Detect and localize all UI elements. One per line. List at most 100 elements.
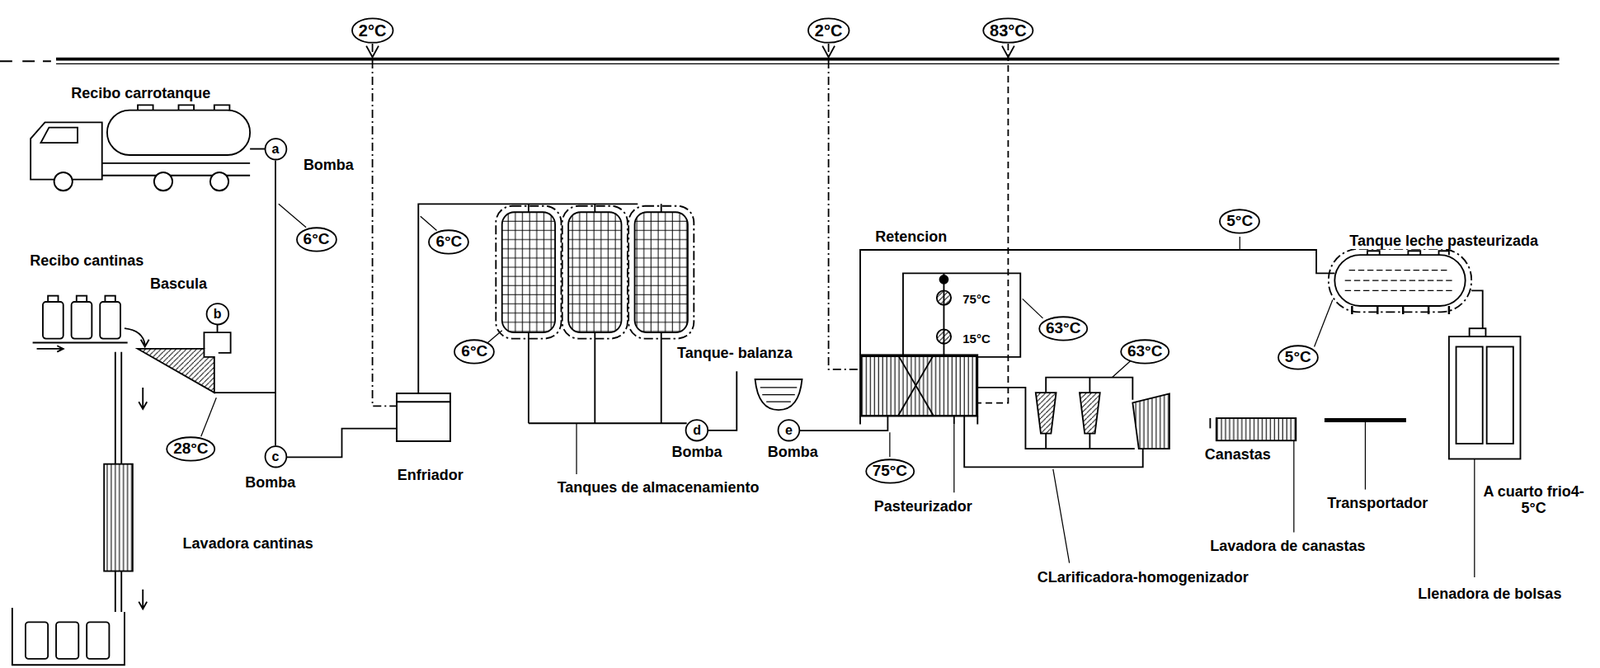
pasteurizer [953,423,955,493]
pump-symbol: d [685,418,709,443]
equipment-label: Lavadora de canastas [1208,537,1367,556]
can-reception [76,296,87,302]
tank-truck [102,163,250,176]
cooler-piping [420,216,438,231]
equipment-label: Lavadora cantinas [181,535,316,553]
bag-filler [1449,336,1521,459]
node-text: 6°C [461,343,488,361]
crate-washer-conveyor [1216,418,1297,441]
node-text: 6°C [435,233,462,251]
node-text: 2°C [814,21,843,40]
pasteurizer [1239,236,1241,250]
pipe-connector [287,428,397,458]
temperature-bubble: 6°C [453,338,495,365]
pasteurizer-box: Pasteurizador [860,355,978,417]
pasteurizer [903,272,1021,357]
scale [201,397,217,437]
cooler-box: Enfriador [395,392,452,442]
temperature-bubble: 5°C [1277,344,1319,371]
pasteurizer [860,416,978,425]
pump-symbol: e [777,418,800,443]
tank-truck [210,172,229,191]
tank-truck [154,172,173,191]
clarifier-homogenizer [1079,392,1101,433]
pasteurized-milk-tank [1471,290,1483,329]
temperature-bubble: 6°C [296,226,338,253]
pipe-connector [372,43,396,406]
equipment-label: 75°C [960,291,993,306]
can-washer [86,621,109,659]
node-text: a [272,141,280,157]
can-washer [115,571,122,612]
equipment-label: Tanques de almacenamiento [555,479,762,497]
can-reception [42,301,64,339]
bag-filler [1487,346,1514,443]
clarifier-homogenizer [964,358,1170,563]
crate-washer-conveyor [1324,418,1407,423]
can-washer [103,464,133,572]
pasteurizer [860,354,978,416]
balance-tank [705,371,737,431]
equipment-label: Recibo carrotanque [69,84,212,103]
storage-tanks [628,206,694,339]
clarifier-homogenizer [1053,469,1070,564]
header-pipe [0,60,52,62]
clarifier-homogenizer [1132,393,1170,449]
equipment-label: Tanque leche pasteurizada [1347,232,1540,250]
equipment-label: Bomba [301,156,356,175]
pipe-connector [977,43,1008,404]
equipment-label: Canastas [1203,446,1273,464]
bag-filler [1456,346,1483,443]
storage-tanks [562,206,628,339]
storage-tanks [635,211,688,333]
crate-washer-conveyor [1209,418,1211,429]
equipment-label: Bomba [243,474,297,492]
node-text: 2°C [358,21,387,40]
can-washer [12,607,125,665]
equipment-label: CLarificadora-homogenizador [1035,569,1251,587]
temperature-bubble: 83°C [982,17,1035,44]
pasteurized-milk-tank [1367,250,1450,255]
can-reception [37,345,64,352]
node-text: 28°C [173,440,208,458]
temperature-bubble: 5°C [1218,208,1261,235]
node-text: 63°C [1045,320,1081,338]
temperature-bubble: 63°C [1120,338,1170,365]
pump-symbol: c [264,445,288,469]
storage-tanks [487,206,694,475]
node-text: d [692,423,702,438]
equipment-label: Enfriador [395,467,466,485]
equipment-label: Recibo cantinas [28,252,146,270]
header-pipe [56,63,1559,65]
equipment-label: Tanque- balanza [675,344,795,363]
node-text: c [272,449,280,465]
pasteurizer [1022,298,1044,318]
storage-tanks [568,211,622,333]
can-reception [99,301,121,339]
clarifier-homogenizer [964,416,1144,468]
pasteurized-milk-tank [1328,249,1472,313]
pasteurizer [898,354,934,416]
tank-truck [107,110,250,156]
clarifier-homogenizer [1045,377,1133,400]
bag-filler [1469,328,1487,337]
pasteurized-milk-tank [1314,249,1483,348]
temperature-bubble: 2°C [351,17,395,44]
pasteurized-milk-tank [1314,300,1333,348]
clarifier-homogenizer [977,387,1135,449]
pasteurizer [860,249,1335,355]
tank-truck [278,203,306,227]
can-reception [71,301,93,339]
node-text: 6°C [303,230,330,249]
balance-tank [760,387,798,402]
equipment-label: Pasteurizador [872,498,975,516]
tank-truck [40,127,78,144]
can-washer [138,589,147,609]
node-text: b [213,306,222,322]
tank-truck [30,104,306,227]
pasteurized-milk-tank [1334,254,1465,306]
pasteurizer [936,290,951,305]
crate-washer-conveyor [1293,440,1295,532]
